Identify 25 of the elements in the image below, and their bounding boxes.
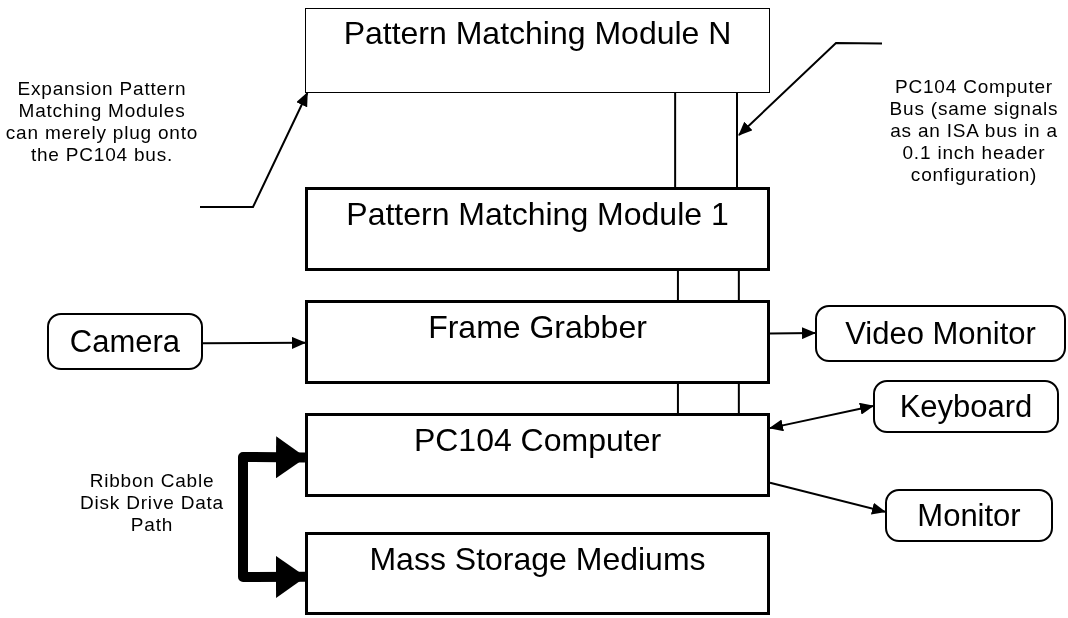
process-box: Frame Grabber xyxy=(305,300,770,384)
device-box: Keyboard xyxy=(873,380,1059,433)
device-box: Camera xyxy=(47,313,203,370)
bus-line xyxy=(674,92,677,188)
leader-line xyxy=(738,42,883,136)
note-text: Expansion Pattern Matching Modules can merely plug onto the PC104 bus. xyxy=(4,77,200,166)
bus-line xyxy=(676,383,679,414)
leader-line xyxy=(199,92,309,209)
bus-line xyxy=(736,92,738,188)
module-box: Pattern Matching Module N xyxy=(305,8,770,93)
module-box: Pattern Matching Module 1 xyxy=(305,187,770,271)
note-text: Ribbon Cable Disk Drive Data Path xyxy=(79,470,225,536)
device-box: Video Monitor xyxy=(815,305,1066,362)
storage-box: Mass Storage Mediums xyxy=(305,532,770,615)
bus-line xyxy=(737,270,740,301)
arrow xyxy=(769,402,874,432)
bus-line xyxy=(737,383,740,414)
note-text: PC104 Computer Bus (same signals as an ISA bus in a 0.1 inch header configuration) xyxy=(888,76,1060,186)
arrow xyxy=(769,481,886,515)
data-path-arrow xyxy=(238,436,306,598)
arrow xyxy=(202,336,306,349)
arrow xyxy=(769,327,816,340)
device-box: Monitor xyxy=(885,489,1053,542)
bus-line xyxy=(676,270,679,301)
computer-box: PC104 Computer xyxy=(305,413,770,497)
